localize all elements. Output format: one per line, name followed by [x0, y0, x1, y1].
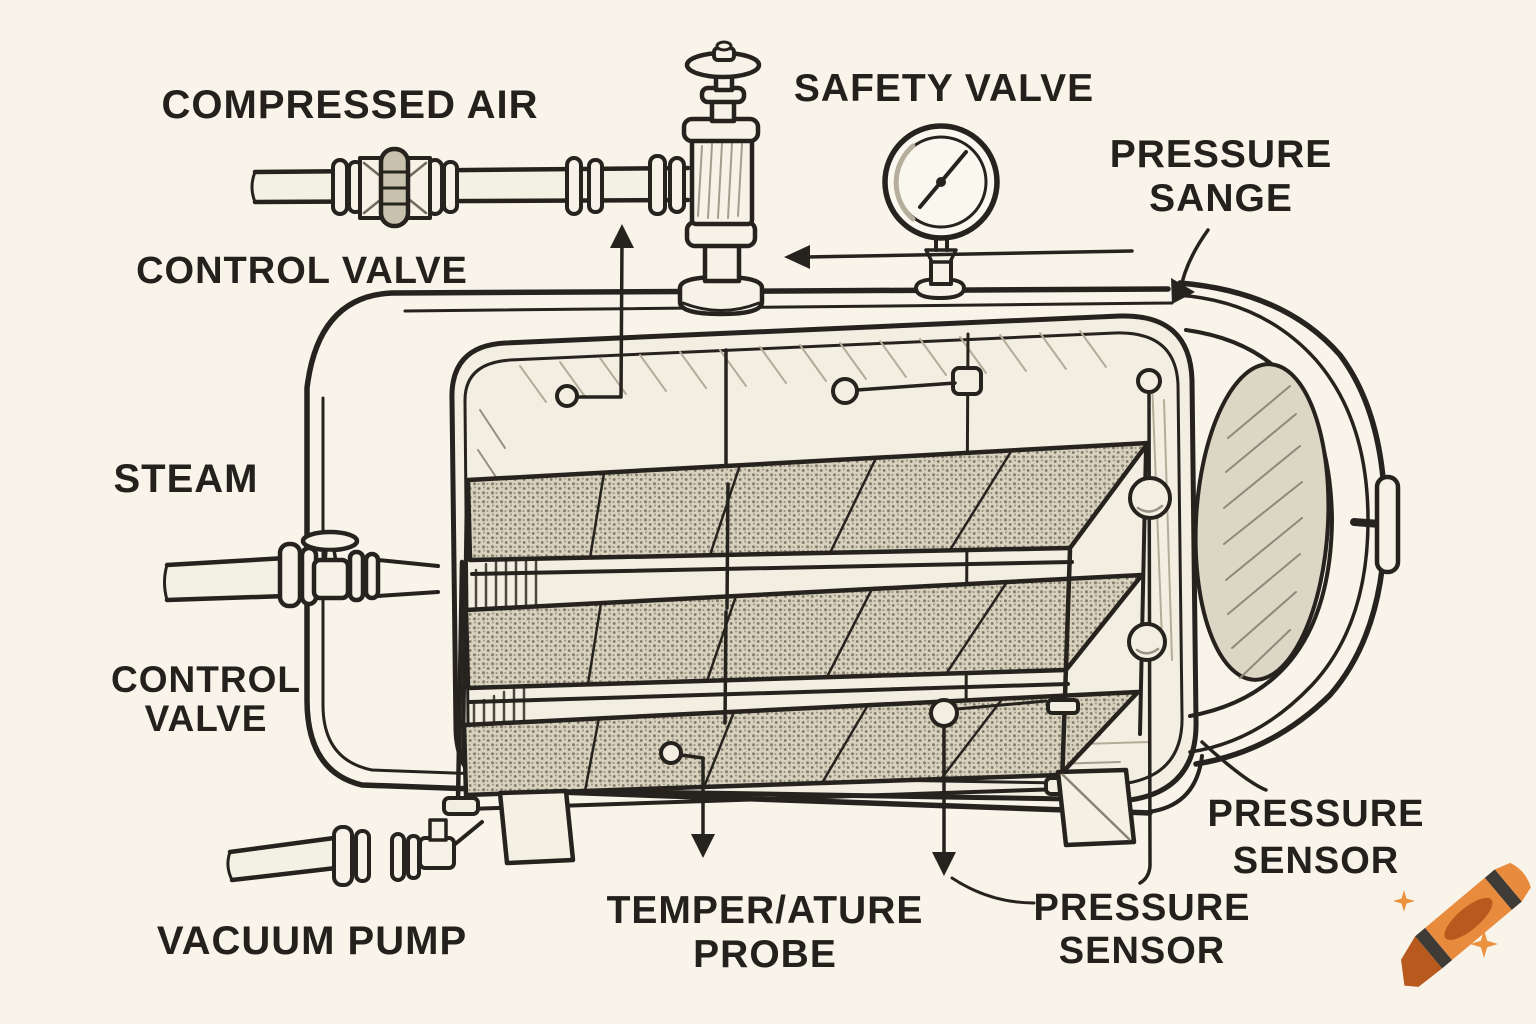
- annotation-arrows: [784, 228, 1210, 304]
- inline-control-valve: [358, 146, 432, 229]
- shelf-rack: [442, 332, 1151, 816]
- sparkle-icon: [1470, 930, 1498, 958]
- arrow-up-icon: [610, 224, 634, 248]
- label-compressed-air: COMPRESSED AIR: [161, 83, 539, 127]
- label-safety-valve: SAFETY VALVE: [793, 67, 1095, 110]
- label-control-valve-top: CONTROL VALVE: [136, 250, 468, 292]
- label-temperature-probe: TEMPER/ATURE PROBE: [606, 889, 924, 977]
- arrow-down-left-icon: [1171, 278, 1195, 304]
- arrow-to-safety-valve: [804, 249, 1134, 259]
- tray-top: [465, 440, 1151, 576]
- crayon-tip: [1401, 936, 1443, 987]
- sensor-dot-bottom: [929, 698, 1048, 905]
- label-pressure-gauge: PRESSURE SANGE: [1109, 133, 1333, 221]
- sensors-and-leaders: [555, 224, 1172, 905]
- label-steam: STEAM: [113, 457, 259, 501]
- sensor-rod: [1127, 368, 1172, 885]
- door-handle: [1350, 474, 1401, 575]
- chamber-door: [1146, 280, 1401, 814]
- pressure-gauge: [882, 123, 1000, 300]
- vessel-feet: [497, 767, 1137, 866]
- crayon-logo: [1393, 862, 1531, 987]
- sensor-dot-temperature: [659, 741, 715, 858]
- safety-valve: [677, 40, 765, 317]
- compressed-air-pipe: [250, 146, 691, 229]
- label-pressure-sensor-bottom: PRESSURE SENSOR: [1033, 887, 1251, 972]
- label-control-valve-left: CONTROL VALVE: [111, 659, 301, 739]
- leader-pressure-sensor-right: [1200, 740, 1268, 792]
- arrow-down-icon: [932, 852, 956, 876]
- sensor-dot-middle: [831, 377, 957, 405]
- label-vacuum-pump: VACUUM PUMP: [156, 919, 468, 963]
- steam-valve: [163, 529, 440, 609]
- arrow-down-icon: [691, 834, 715, 858]
- sensor-dot-upper-left: [555, 224, 634, 408]
- vacuum-pipe: [226, 818, 484, 887]
- sparkle-icon: [1393, 890, 1415, 912]
- arrow-left-icon: [784, 245, 810, 269]
- label-pressure-sensor-right: PRESSURE SENSOR: [1207, 793, 1425, 883]
